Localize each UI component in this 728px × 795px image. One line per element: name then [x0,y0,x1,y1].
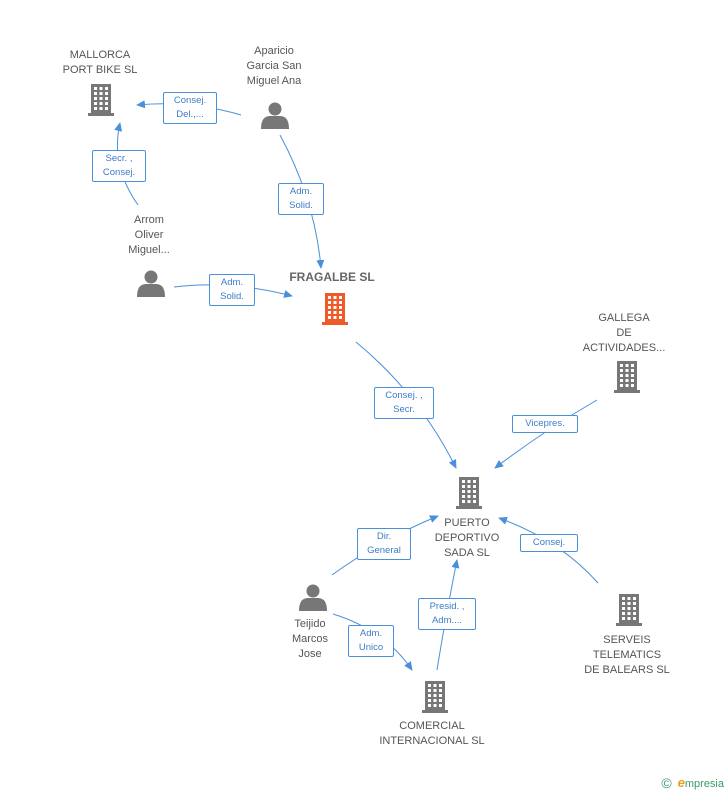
building-icon-mallorca[interactable] [88,84,114,116]
relation-label: Secr. , Consej. [92,150,146,182]
building-icon-puerto[interactable] [456,477,482,509]
brand-logo: ©empresia [661,775,724,791]
building-icon-gallega[interactable] [614,361,640,393]
node-label-mallorca[interactable]: MALLORCA PORT BIKE SL [62,49,138,76]
relation-label: Adm. Unico [348,625,394,657]
person-icon-arrom[interactable] [137,270,165,298]
copyright-icon: © [661,775,672,791]
node-label-fragalbe[interactable]: FRAGALBE SL [289,270,375,284]
relation-label: Vicepres. [512,415,578,433]
building-icon-serveis[interactable] [616,594,642,626]
relation-label: Adm. Solid. [278,183,324,215]
node-label-teijido[interactable]: Teijido Marcos Jose [291,618,329,660]
node-label-comercial[interactable]: COMERCIAL INTERNACIONAL SL [379,720,485,747]
relation-label: Presid. , Adm.... [418,598,476,630]
node-label-gallega[interactable]: GALLEGA DE ACTIVIDADES... [582,312,666,354]
person-icon-aparicio[interactable] [261,102,289,130]
node-label-aparicio[interactable]: Aparicio Garcia San Miguel Ana [246,45,302,87]
building-icon-comercial[interactable] [422,681,448,713]
person-icon-teijido[interactable] [299,584,327,612]
relation-label: Consej. , Secr. [374,387,434,419]
node-label-arrom[interactable]: Arrom Oliver Miguel... [128,214,170,256]
building-icon-fragalbe[interactable] [322,293,348,325]
relation-label: Consej. Del.,... [163,92,217,124]
node-label-puerto[interactable]: PUERTO DEPORTIVO SADA SL [434,517,500,559]
relation-label: Adm. Solid. [209,274,255,306]
node-label-serveis[interactable]: SERVEIS TELEMATICS DE BALEARS SL [584,634,670,676]
edge-gallega-puerto [494,399,598,469]
relation-label: Consej. [520,534,578,552]
relation-label: Dir. General [357,528,411,560]
